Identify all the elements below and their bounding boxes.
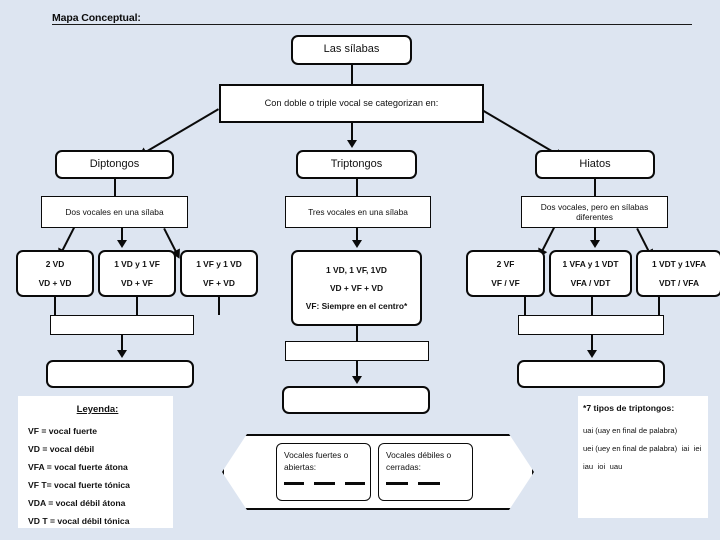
note-row-2: uei (uey en final de palabra) [583, 444, 678, 453]
node-diptongos-item-1: 2 VD VD + VD [16, 250, 94, 297]
hexbox-vocales-debiles-blanks[interactable] [386, 482, 467, 485]
blank-line[interactable] [314, 482, 335, 485]
connector-root-to-intro [351, 65, 353, 84]
connector-diptongos-item2-down [136, 297, 138, 315]
arrow-diptongos-item2 [117, 240, 127, 248]
node-triptongos-item-1: 1 VD, 1 VF, 1VD VD + VF + VD VF: Siempre… [291, 250, 422, 326]
node-diptongos-item-3-line2: VF + VD [203, 277, 235, 288]
hexbox-vocales-debiles: Vocales débiles o cerradas: [378, 443, 473, 501]
note-row-6: ioi [597, 462, 606, 471]
legend-row-3: VFA = vocal fuerte átona [28, 462, 128, 472]
node-hiatos-blank-box [517, 360, 665, 388]
arrow-triptongos-blankbox [352, 376, 362, 384]
node-diptongos-definition: Dos vocales en una sílaba [41, 196, 188, 228]
node-intro-label: Con doble o triple vocal se categorizan … [264, 97, 439, 108]
node-triptongos-blank-box [282, 386, 430, 414]
node-hiatos-item-3-line1: 1 VDT y 1VFA [652, 259, 706, 270]
node-triptongos-item-1-line3: VF: Siempre en el centro* [305, 301, 408, 312]
connector-diptongos-def-to-item2 [121, 228, 123, 243]
arrow-hiatos-blankbox [587, 350, 597, 358]
page-title: Mapa Conceptual: [52, 12, 141, 24]
node-triptongos-definition: Tres vocales en una sílaba [285, 196, 431, 228]
connector-diptongos-item1-down [54, 297, 56, 315]
blank-line[interactable] [284, 482, 305, 485]
node-triptongos-blank-row [285, 341, 429, 361]
page-title-fill-in-line: Mapa Conceptual: [52, 7, 692, 25]
node-triptongos-item-1-line1: 1 VD, 1 VF, 1VD [326, 264, 387, 275]
legend-row-4: VF T= vocal fuerte tónica [28, 480, 130, 490]
blank-line[interactable] [418, 482, 440, 485]
node-diptongos-item-2: 1 VD y 1 VF VD + VF [98, 250, 176, 297]
node-triptongos-item-1-line2: VD + VF + VD [329, 282, 384, 293]
note-row-1: uai (uay en final de palabra) [583, 426, 678, 435]
node-hiatos-item-2: 1 VFA y 1 VDT VFA / VDT [549, 250, 632, 297]
connector-hiatos-item1-down [524, 297, 526, 315]
connector-diptongos-to-def [114, 179, 116, 196]
node-diptongos-item-1-line1: 2 VD [45, 259, 65, 270]
node-hiatos-definition-label: Dos vocales, pero en sílabas diferentes [540, 201, 649, 222]
connector-hiatos-def-to-item2 [594, 228, 596, 243]
node-triptongos-definition-label: Tres vocales en una sílaba [308, 206, 408, 217]
node-hiatos-item-2-line2: VFA / VDT [570, 277, 611, 288]
triptongos-note-panel: *7 tipos de triptongos: uai (uay en fina… [578, 396, 708, 518]
arrow-diptongos-blankbox [117, 350, 127, 358]
connector-intro-to-triptongos [351, 123, 353, 143]
note-row-5: iau [583, 462, 594, 471]
node-diptongos-item-2-line1: 1 VD y 1 VF [114, 259, 160, 270]
connector-diptongos-blankrow-to-blankbox [121, 335, 123, 353]
node-hiatos-item-3: 1 VDT y 1VFA VDT / VFA [636, 250, 720, 297]
legend-title: Leyenda: [76, 404, 119, 415]
arrow-triptongos-item [352, 240, 362, 248]
connector-hiatos-item2-down [591, 297, 593, 315]
node-diptongos-definition-label: Dos vocales en una sílaba [65, 206, 164, 217]
node-diptongos-title: Diptongos [55, 150, 174, 179]
node-hiatos-item-1-line1: 2 VF [496, 259, 515, 270]
node-hiatos-item-3-line2: VDT / VFA [658, 277, 700, 288]
arrow-hiatos-item2 [590, 240, 600, 248]
node-diptongos-label: Diptongos [89, 157, 140, 170]
node-diptongos-blank-box [46, 360, 194, 388]
connector-hiatos-to-def [594, 179, 596, 196]
node-hiatos-item-1-line2: VF / VF [491, 277, 520, 288]
node-diptongos-item-2-line2: VD + VF [121, 277, 153, 288]
node-diptongos-item-3-line1: 1 VF y 1 VD [196, 259, 242, 270]
node-hiatos-label: Hiatos [579, 157, 611, 170]
node-hiatos-blank-row [518, 315, 664, 335]
legend-row-6: VD T = vocal débil tónica [28, 516, 130, 526]
node-triptongos-title: Triptongos [296, 150, 417, 179]
legend-row-2: VD = vocal débil [28, 444, 95, 454]
node-root-label: Las sílabas [323, 43, 380, 56]
hexbox-vocales-fuertes-blanks[interactable] [284, 482, 365, 485]
node-diptongos-item-3: 1 VF y 1 VD VF + VD [180, 250, 258, 297]
hexbox-vocales-debiles-label: Vocales débiles o cerradas: [386, 450, 452, 472]
hexbox-vocales-fuertes-label: Vocales fuertes o abiertas: [284, 450, 349, 472]
node-diptongos-item-1-line2: VD + VD [38, 277, 72, 288]
node-hiatos-item-2-line1: 1 VFA y 1 VDT [562, 259, 619, 270]
legend-row-1: VF = vocal fuerte [28, 426, 98, 436]
connector-hiatos-blankrow-to-blankbox [591, 335, 593, 353]
note-title: *7 tipos de triptongos: [583, 403, 675, 413]
connector-triptongos-blankrow-to-blankbox [356, 361, 358, 379]
blank-line[interactable] [386, 482, 408, 485]
note-row-7: uau [609, 462, 623, 471]
note-row-4: iei [693, 444, 702, 453]
node-hiatos-title: Hiatos [535, 150, 655, 179]
arrow-intro-to-triptongos [347, 140, 357, 148]
node-root-las-silabas: Las sílabas [291, 35, 412, 65]
connector-diptongos-item3-down [218, 297, 220, 315]
note-row-3: iai [681, 444, 690, 453]
connector-triptongos-item-down [356, 326, 358, 341]
legend-panel: Leyenda: VF = vocal fuerte VD = vocal dé… [18, 396, 173, 528]
connector-triptongos-def-to-item [356, 228, 358, 243]
node-diptongos-blank-row [50, 315, 194, 335]
node-hiatos-definition: Dos vocales, pero en sílabas diferentes [521, 196, 668, 228]
blank-line[interactable] [344, 482, 365, 485]
connector-hiatos-item3-down [658, 297, 660, 315]
legend-row-5: VDA = vocal débil átona [28, 498, 126, 508]
node-triptongos-label: Triptongos [330, 157, 383, 170]
node-intro: Con doble o triple vocal se categorizan … [219, 84, 484, 123]
connector-triptongos-to-def [356, 179, 358, 196]
node-hiatos-item-1: 2 VF VF / VF [466, 250, 545, 297]
hexbox-vocales-fuertes: Vocales fuertes o abiertas: [276, 443, 371, 501]
